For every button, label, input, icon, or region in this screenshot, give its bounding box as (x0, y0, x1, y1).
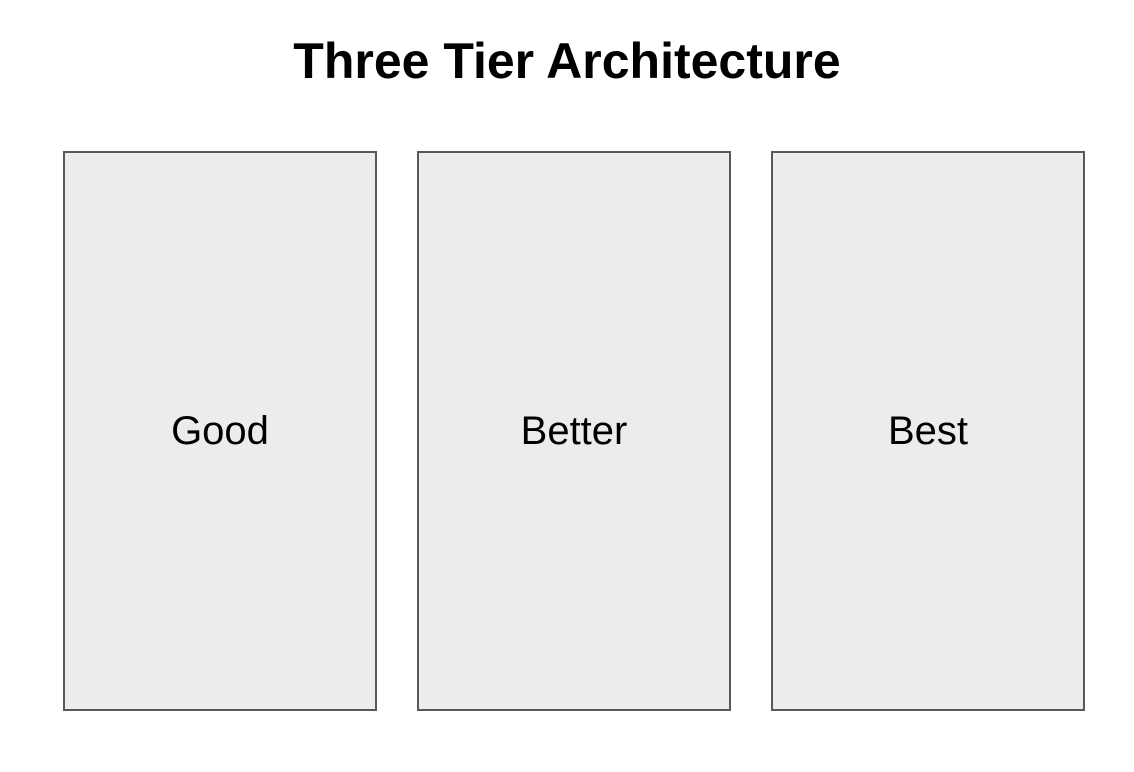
tier-label-best: Best (887, 408, 969, 453)
tier-box-good: Good (63, 151, 377, 711)
tier-box-best: Best (771, 151, 1085, 711)
tier-label-good: Good (171, 408, 269, 453)
tier-box-better: Better (417, 151, 731, 711)
diagram-title: Three Tier Architecture (293, 33, 841, 89)
tier-row: Good Better Best (63, 151, 1085, 711)
tier-label-better: Better (520, 408, 628, 453)
